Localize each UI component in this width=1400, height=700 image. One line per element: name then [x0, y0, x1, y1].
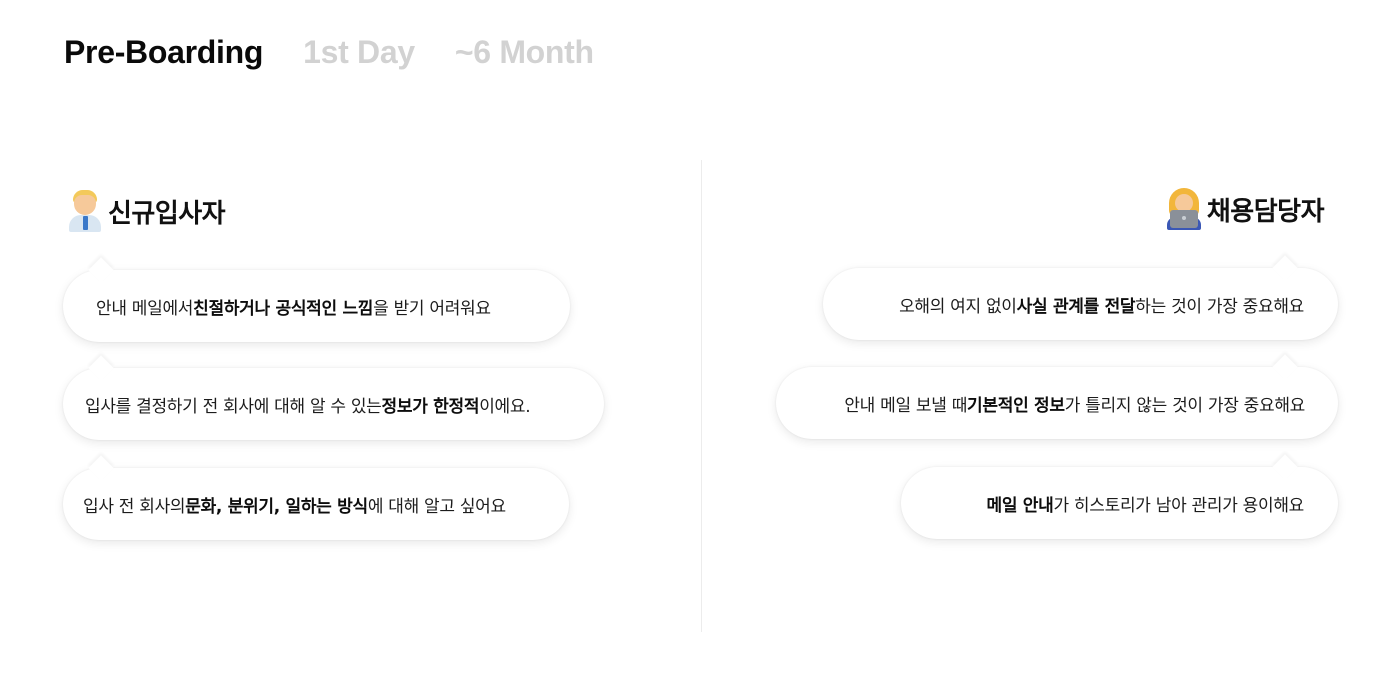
tab-1st-day[interactable]: 1st Day [303, 34, 415, 70]
persona-recruiter-name: 채용담당자 [1206, 196, 1325, 227]
tab-6-month[interactable]: ~6 Month [454, 34, 594, 70]
woman-technologist-icon [1165, 188, 1203, 230]
persona-new-hire-header: 신규입사자 [66, 190, 226, 232]
man-office-worker-icon [66, 190, 104, 232]
column-divider [701, 160, 702, 632]
recruiter-speech-bubble-1: 오해의 여지 없이 사실 관계를 전달 하는 것이 가장 중요해요 [823, 268, 1338, 340]
persona-new-hire-name: 신규입사자 [108, 198, 226, 229]
tab-bar: Pre-Boarding 1st Day ~6 Month [64, 34, 594, 71]
tab-pre-boarding[interactable]: Pre-Boarding [64, 34, 264, 70]
persona-recruiter-header: 채용담당자 [1165, 188, 1325, 230]
